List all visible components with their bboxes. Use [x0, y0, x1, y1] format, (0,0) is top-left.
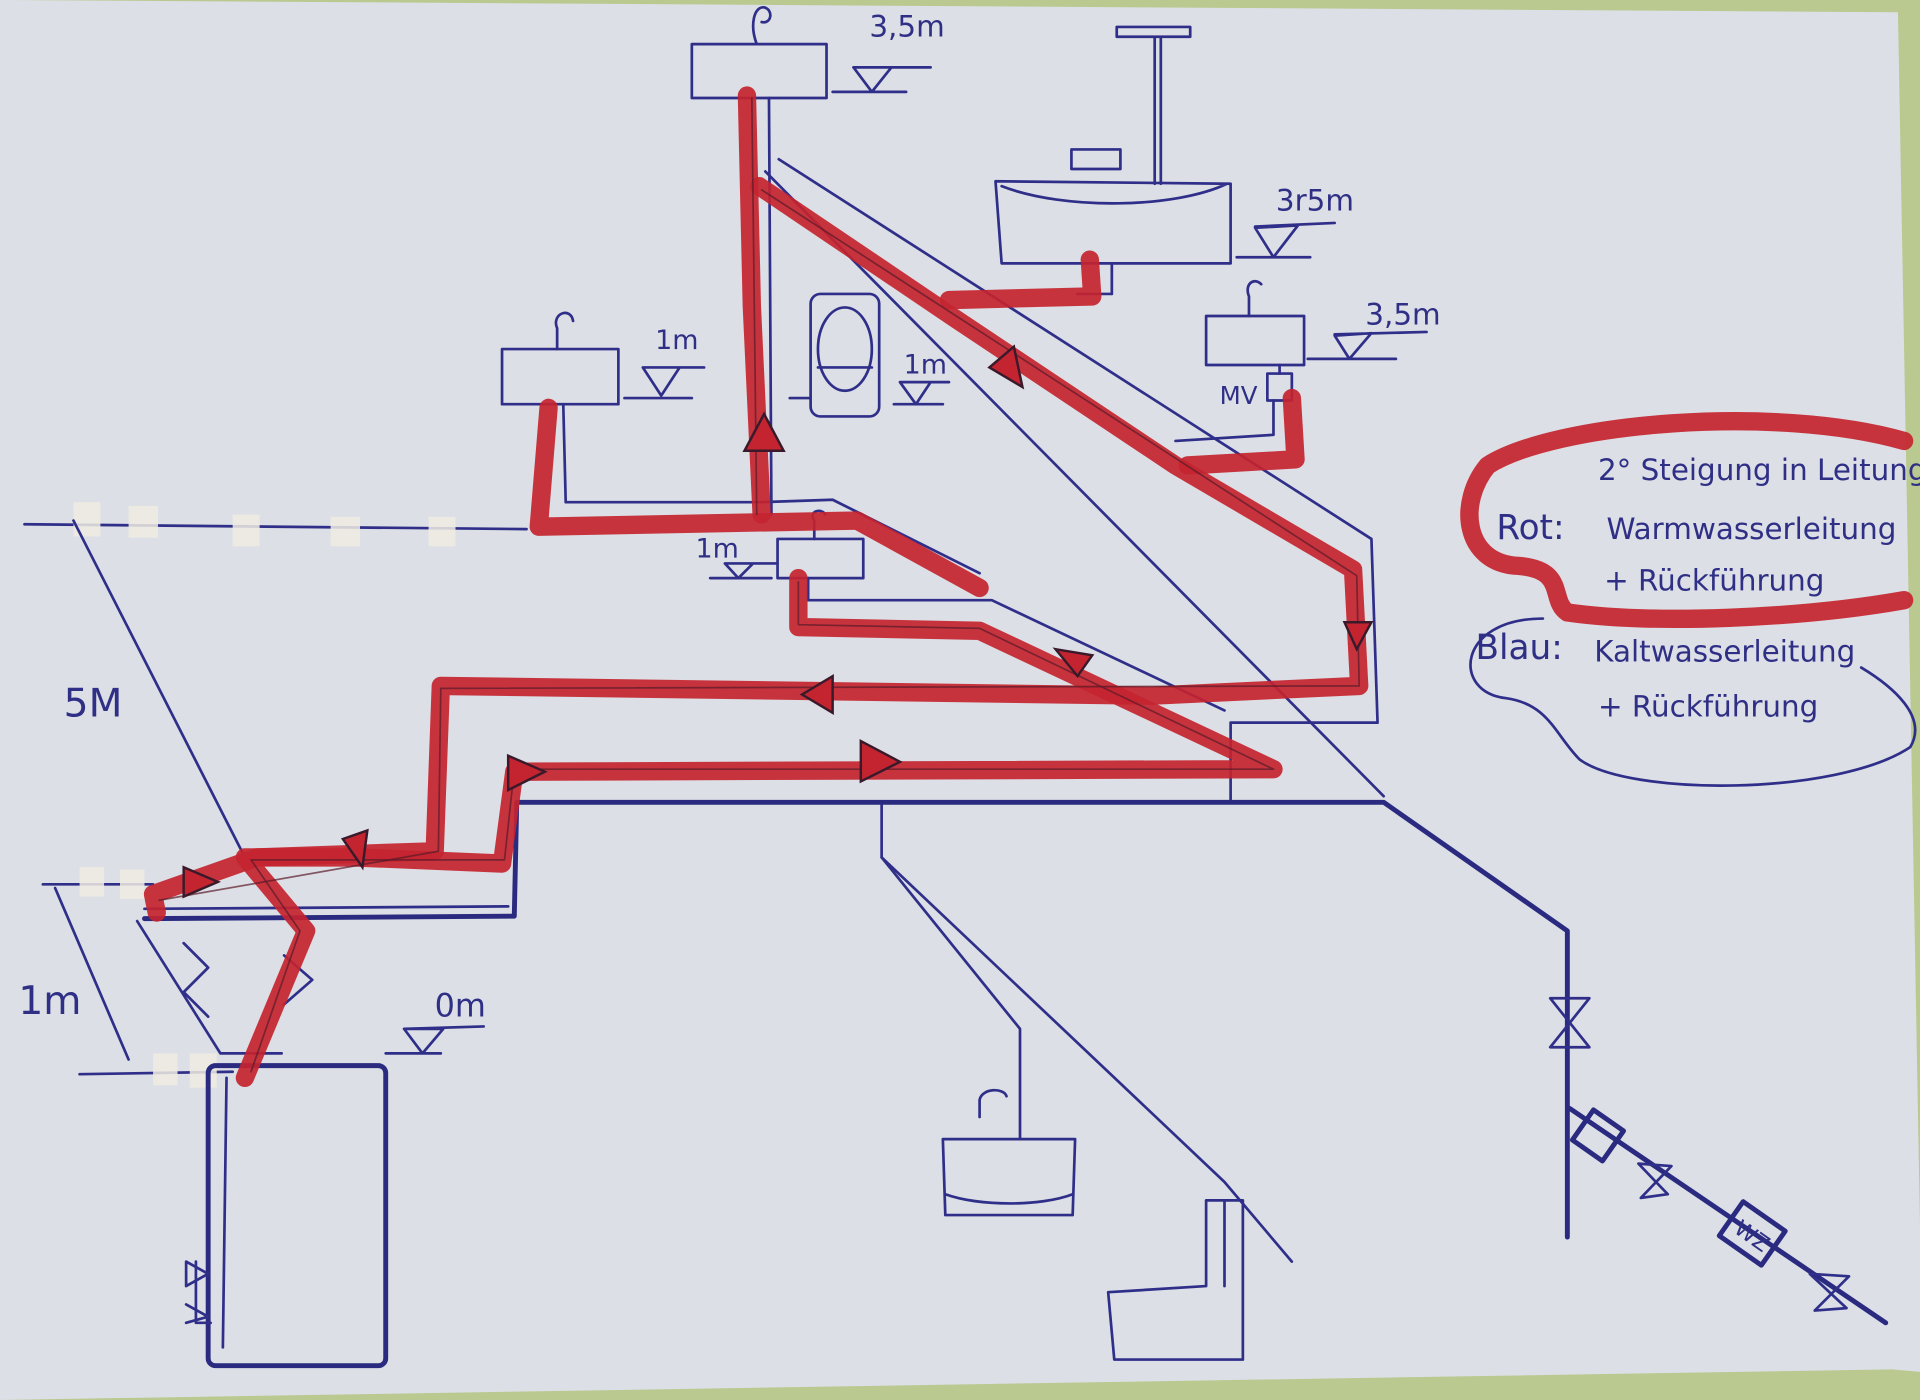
flow-arrows	[182, 344, 1374, 899]
legend-blue-label: Blau:	[1476, 628, 1563, 668]
bottom-sink	[880, 800, 1077, 1217]
bottom-toilet	[880, 856, 1294, 1361]
legend-red-outline	[1460, 412, 1914, 628]
right-washbasin	[1174, 279, 1306, 443]
level-floor-zero: 0m	[435, 987, 486, 1025]
top-washbasin	[690, 6, 828, 100]
legend-blue-text2: + Rückführung	[1598, 690, 1818, 724]
level-top-basin: 3,5m	[869, 10, 944, 44]
level-toilet: 1m	[904, 350, 947, 381]
level-bathtub: 3r5m	[1276, 184, 1354, 218]
legend: 2° Steigung in Leitung Rot: Warmwasserle…	[1460, 412, 1920, 787]
floor-lines	[23, 502, 528, 1088]
toilet-upper	[788, 292, 881, 418]
level-left-basin: 1m	[655, 325, 698, 356]
hot-water-tank	[184, 1063, 389, 1369]
legend-red-label: Rot:	[1496, 508, 1564, 548]
shower-bathtub	[994, 25, 1232, 296]
legend-blue-outline	[1469, 617, 1917, 787]
main-line-valves	[182, 941, 1851, 1312]
slope-length-label: 5M	[64, 682, 123, 727]
legend-note: 2° Steigung in Leitung	[1598, 453, 1920, 487]
legend-red-text: Warmwasserleitung	[1607, 512, 1897, 546]
height-label: 1m	[18, 979, 81, 1024]
mixing-valve-label: MV	[1220, 381, 1258, 410]
level-small-sink: 1m	[696, 533, 739, 564]
legend-red-text2: + Rückführung	[1604, 563, 1824, 597]
level-markers	[384, 66, 1428, 1055]
level-right-basin: 3,5m	[1365, 298, 1440, 332]
legend-blue-text: Kaltwasserleitung	[1594, 634, 1855, 668]
